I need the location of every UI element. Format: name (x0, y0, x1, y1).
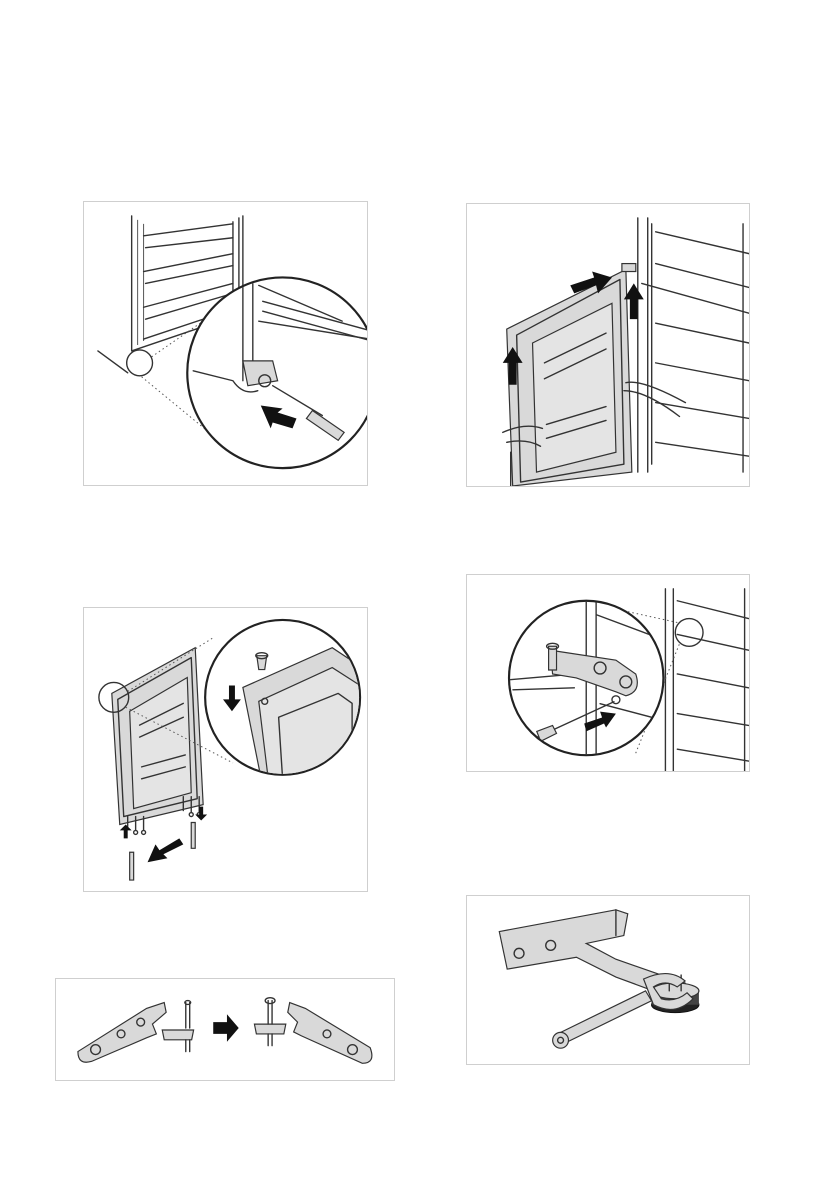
right-arrow-icon (213, 1014, 238, 1041)
figure-5-illustration (56, 979, 394, 1080)
hinge-right-icon (254, 998, 371, 1064)
up-arrow-icon (120, 824, 132, 838)
small-magnifier-icon (127, 350, 153, 376)
figure-1-remove-hinge-screw (83, 201, 368, 486)
figure-5-hinge-swap (55, 978, 395, 1081)
figure-3-swap-door-pins (83, 607, 368, 892)
magnifier-circle-icon (507, 601, 675, 763)
figure-3-illustration (84, 608, 367, 891)
diagonal-arrow-icon (148, 838, 184, 862)
figure-6-illustration (467, 896, 749, 1064)
hand-icon (624, 382, 686, 416)
figure-2-illustration (467, 204, 749, 486)
figure-2-lift-door (466, 203, 750, 487)
figure-4-mount-top-hinge (466, 574, 750, 772)
small-magnifier-icon (675, 619, 703, 647)
hinge-left-icon (78, 1001, 194, 1063)
figure-4-illustration (467, 575, 749, 771)
figure-1-illustration (84, 202, 367, 485)
magnifier-circle-icon (187, 277, 367, 468)
figure-6-adjust-foot (466, 895, 750, 1065)
